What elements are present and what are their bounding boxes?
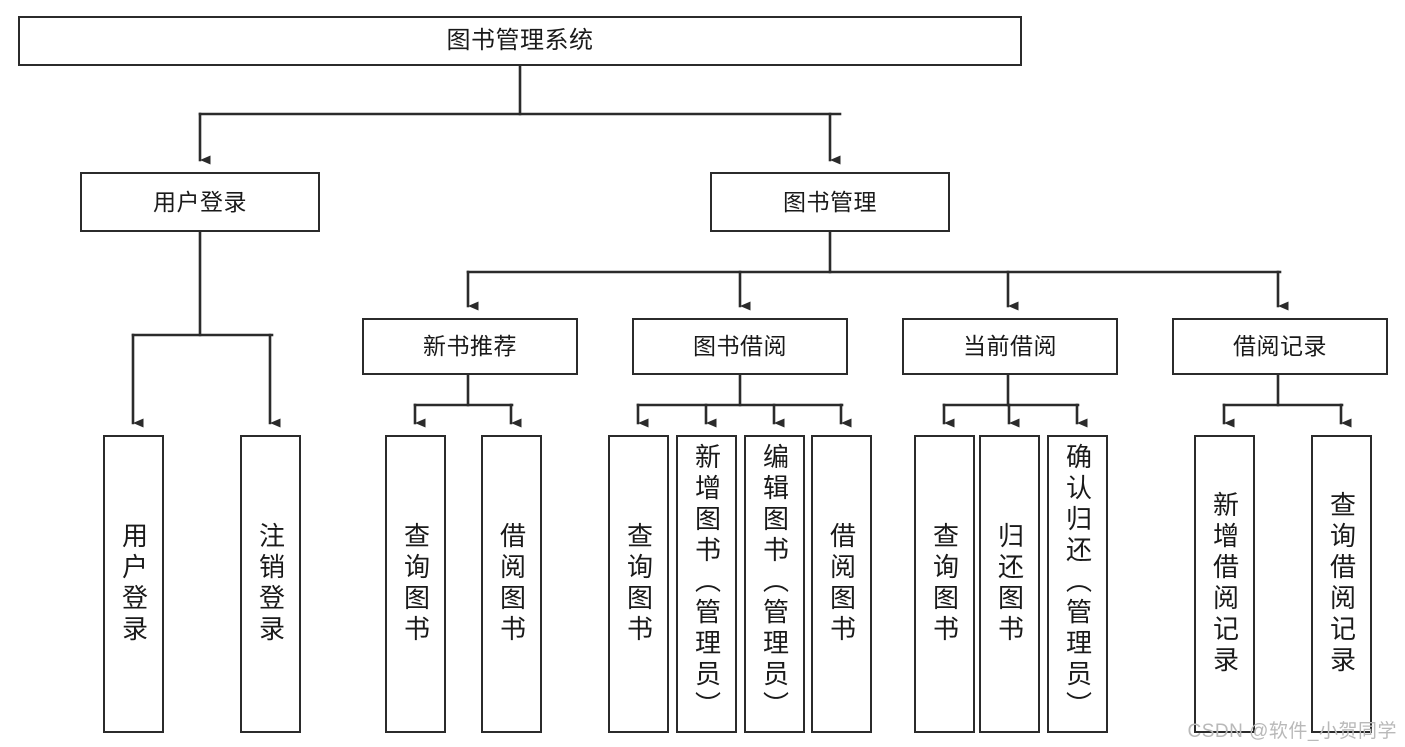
node-leaf-borrow-book-recommend[interactable]: 借阅图书 xyxy=(481,435,542,733)
node-borrow-record-label: 借阅记录 xyxy=(1233,333,1327,359)
node-leaf-query-borrow-record-label: 查询借阅记录 xyxy=(1326,491,1357,677)
node-book-borrow[interactable]: 图书借阅 xyxy=(632,318,848,375)
node-borrow-record[interactable]: 借阅记录 xyxy=(1172,318,1388,375)
node-leaf-query-book[interactable]: 查询图书 xyxy=(608,435,669,733)
node-leaf-query-book-current-label: 查询图书 xyxy=(929,522,960,646)
node-leaf-confirm-return-admin[interactable]: 确认归还（管理员） xyxy=(1047,435,1108,733)
node-book-borrow-label: 图书借阅 xyxy=(693,333,787,359)
node-leaf-borrow-book-recommend-label: 借阅图书 xyxy=(496,522,527,646)
node-root-system-label: 图书管理系统 xyxy=(446,27,594,54)
csdn-watermark: CSDN @软件_小贺同学 xyxy=(1187,721,1397,742)
node-leaf-borrow-book-label: 借阅图书 xyxy=(826,522,857,646)
node-leaf-logout[interactable]: 注销登录 xyxy=(240,435,301,733)
node-leaf-confirm-return-admin-label: 确认归还（管理员） xyxy=(1062,443,1093,722)
node-leaf-logout-label: 注销登录 xyxy=(255,522,286,646)
node-leaf-add-borrow-record-label: 新增借阅记录 xyxy=(1209,491,1240,677)
node-leaf-query-book-recommend[interactable]: 查询图书 xyxy=(385,435,446,733)
node-leaf-edit-book-admin[interactable]: 编辑图书（管理员） xyxy=(744,435,805,733)
node-leaf-borrow-book[interactable]: 借阅图书 xyxy=(811,435,872,733)
node-leaf-add-borrow-record[interactable]: 新增借阅记录 xyxy=(1194,435,1255,733)
node-leaf-query-book-label: 查询图书 xyxy=(623,522,654,646)
node-leaf-query-book-current[interactable]: 查询图书 xyxy=(914,435,975,733)
node-leaf-user-login[interactable]: 用户登录 xyxy=(103,435,164,733)
node-book-management-label: 图书管理 xyxy=(783,188,877,215)
node-leaf-return-book-label: 归还图书 xyxy=(994,522,1025,646)
node-leaf-query-borrow-record[interactable]: 查询借阅记录 xyxy=(1311,435,1372,733)
node-current-borrow[interactable]: 当前借阅 xyxy=(902,318,1118,375)
node-book-management[interactable]: 图书管理 xyxy=(710,172,950,232)
node-leaf-add-book-admin-label: 新增图书（管理员） xyxy=(691,443,722,722)
node-new-book-recommend-label: 新书推荐 xyxy=(423,333,517,359)
node-leaf-add-book-admin[interactable]: 新增图书（管理员） xyxy=(676,435,737,733)
node-user-login[interactable]: 用户登录 xyxy=(80,172,320,232)
node-leaf-return-book[interactable]: 归还图书 xyxy=(979,435,1040,733)
node-leaf-edit-book-admin-label: 编辑图书（管理员） xyxy=(759,443,790,722)
node-new-book-recommend[interactable]: 新书推荐 xyxy=(362,318,578,375)
node-root-system[interactable]: 图书管理系统 xyxy=(18,16,1022,66)
node-current-borrow-label: 当前借阅 xyxy=(963,333,1057,359)
node-leaf-user-login-label: 用户登录 xyxy=(118,522,149,646)
node-user-login-label: 用户登录 xyxy=(153,188,247,215)
node-leaf-query-book-recommend-label: 查询图书 xyxy=(400,522,431,646)
